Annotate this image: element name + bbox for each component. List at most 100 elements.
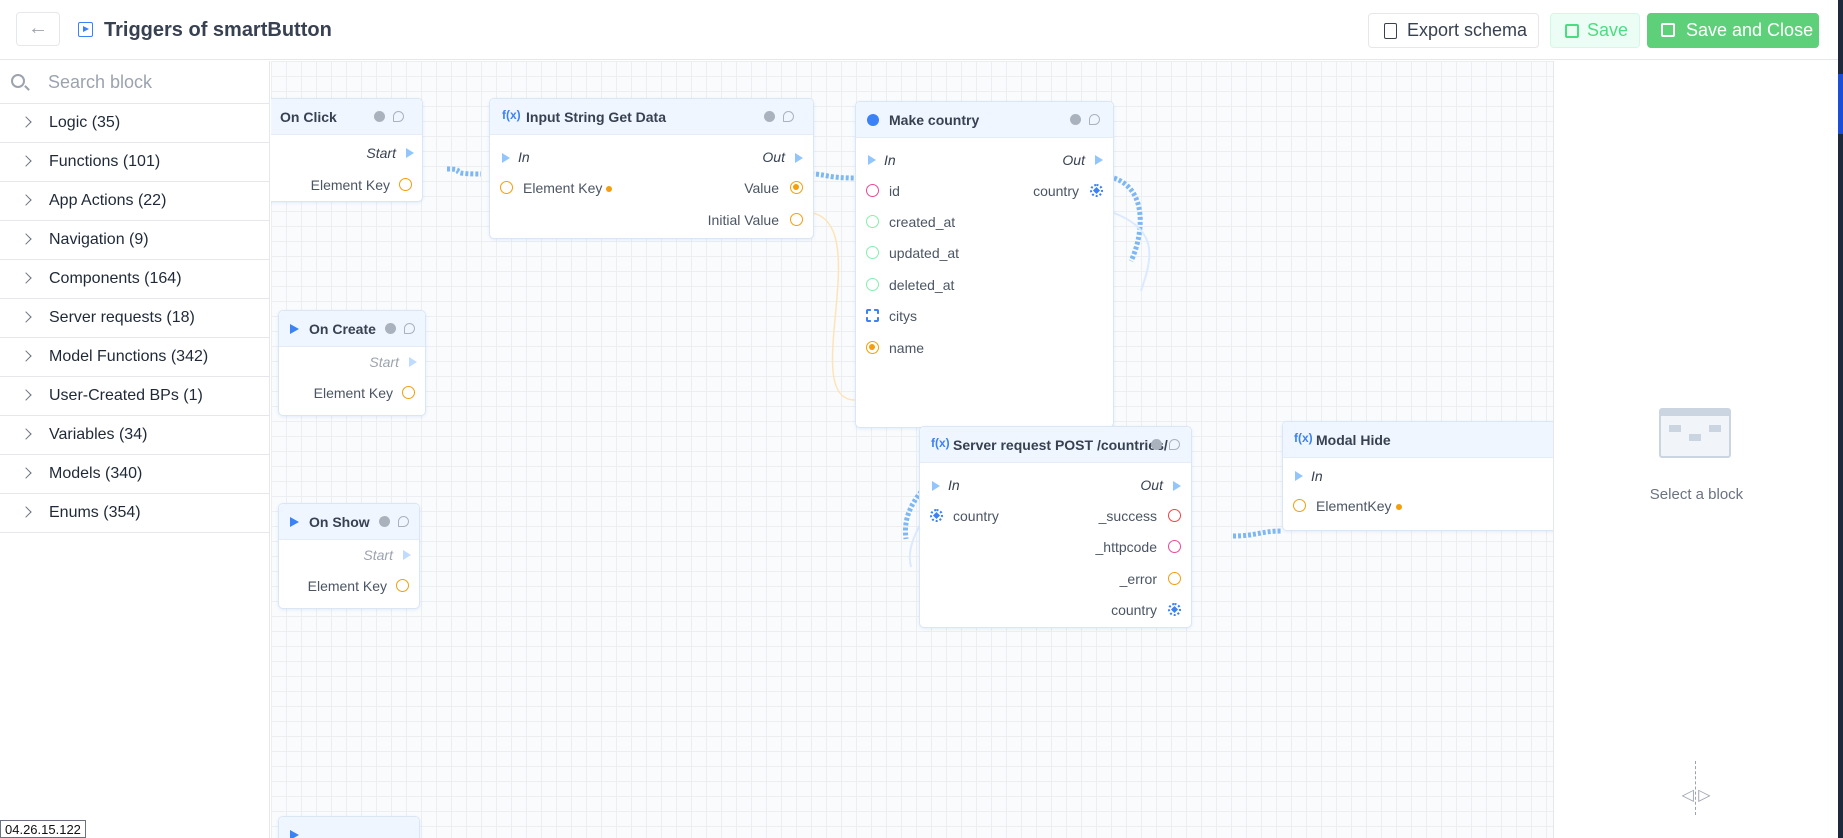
node-on-click[interactable]: On Click Start Element Key — [271, 98, 423, 202]
chevron-right-icon — [20, 389, 32, 401]
element-key-label: Element Key — [310, 177, 390, 193]
chevron-right-icon — [20, 194, 32, 206]
exec-in-port[interactable] — [502, 153, 510, 163]
exec-wire — [1232, 528, 1283, 539]
exec-in-port[interactable] — [932, 481, 940, 491]
element-key-port[interactable] — [399, 178, 412, 191]
panel-resize-handle[interactable]: ◁ ▷ — [1681, 761, 1711, 821]
exec-out-port[interactable] — [409, 357, 417, 367]
country-object-port[interactable] — [1090, 184, 1103, 197]
category-label: Model Functions (342) — [49, 348, 209, 365]
window-edge — [1838, 0, 1843, 838]
node-header: On Click — [271, 99, 422, 135]
httpcode-port[interactable] — [1168, 540, 1181, 553]
category-enums[interactable]: Enums (354) — [0, 494, 270, 533]
back-button[interactable]: ← — [16, 12, 60, 46]
country-object-port[interactable] — [930, 509, 943, 522]
help-icon[interactable] — [379, 516, 390, 527]
function-icon: f(x) — [931, 436, 950, 450]
comment-icon[interactable] — [393, 111, 404, 122]
category-label: Variables (34) — [49, 426, 148, 443]
category-label: Enums (354) — [49, 504, 141, 521]
blueprint-canvas[interactable]: On Click Start Element Key f(x) Input St… — [271, 61, 1553, 838]
comment-icon[interactable] — [404, 323, 415, 334]
created-at-port[interactable] — [866, 215, 879, 228]
node-on-create[interactable]: On Create Start Element Key — [278, 310, 426, 416]
node-server-request-post-countries[interactable]: f(x) Server request POST /countries/ In … — [919, 426, 1192, 628]
error-label: _error — [1119, 571, 1157, 587]
exec-out-port[interactable] — [795, 153, 803, 163]
editor-header: ← Triggers of smartButton Export schema … — [0, 0, 1838, 60]
search-row — [0, 61, 270, 104]
category-user-created-bps[interactable]: User-Created BPs (1) — [0, 377, 270, 416]
help-icon[interactable] — [1070, 114, 1081, 125]
deleted-at-label: deleted_at — [889, 277, 955, 293]
node-modal-hide[interactable]: f(x) Modal Hide In ElementKey — [1282, 421, 1553, 531]
node-title: On Create — [309, 321, 376, 337]
node-header — [279, 817, 419, 838]
trigger-icon — [78, 22, 93, 37]
node-header: On Create — [279, 311, 425, 347]
id-port[interactable] — [866, 184, 879, 197]
exec-out-port[interactable] — [403, 550, 411, 560]
citys-label: citys — [889, 308, 917, 324]
exec-out-port[interactable] — [1095, 155, 1103, 165]
initial-value-port[interactable] — [790, 213, 803, 226]
httpcode-label: _httpcode — [1095, 539, 1158, 555]
node-partial[interactable] — [278, 816, 420, 838]
category-app-actions[interactable]: App Actions (22) — [0, 182, 270, 221]
country-out-label: country — [1111, 602, 1157, 618]
file-icon — [1384, 23, 1397, 39]
category-functions[interactable]: Functions (101) — [0, 143, 270, 182]
citys-array-port[interactable] — [866, 309, 879, 322]
start-pin-label: Start — [363, 547, 393, 563]
element-key-port[interactable] — [500, 181, 513, 194]
save-button[interactable]: Save — [1550, 13, 1640, 48]
category-navigation[interactable]: Navigation (9) — [0, 221, 270, 260]
comment-icon[interactable] — [783, 111, 794, 122]
node-input-string-get-data[interactable]: f(x) Input String Get Data In Out Elemen… — [489, 98, 814, 239]
category-models[interactable]: Models (340) — [0, 455, 270, 494]
chevron-right-icon — [20, 467, 32, 479]
country-label: country — [953, 508, 999, 524]
category-components[interactable]: Components (164) — [0, 260, 270, 299]
comment-icon[interactable] — [1169, 439, 1180, 450]
category-model-functions[interactable]: Model Functions (342) — [0, 338, 270, 377]
search-input[interactable] — [48, 69, 258, 95]
exec-in-port[interactable] — [868, 155, 876, 165]
exec-in-port[interactable] — [1295, 471, 1303, 481]
export-schema-button[interactable]: Export schema — [1368, 13, 1539, 48]
deleted-at-port[interactable] — [866, 278, 879, 291]
help-icon[interactable] — [385, 323, 396, 334]
element-key-port[interactable] — [396, 579, 409, 592]
country-out-port[interactable] — [1168, 603, 1181, 616]
element-key-port[interactable] — [1293, 499, 1306, 512]
save-and-close-button[interactable]: Save and Close — [1647, 13, 1819, 48]
save-label: Save — [1587, 20, 1629, 40]
exec-out-port[interactable] — [406, 148, 414, 158]
floppy-icon — [1661, 23, 1675, 37]
category-server-requests[interactable]: Server requests (18) — [0, 299, 270, 338]
chevron-right-icon — [20, 155, 32, 167]
name-port[interactable] — [866, 341, 879, 354]
start-pin-label: Start — [369, 354, 399, 370]
node-on-show[interactable]: On Show Start Element Key — [278, 503, 420, 609]
exec-wire — [1113, 175, 1143, 263]
help-icon[interactable] — [374, 111, 385, 122]
node-make-country[interactable]: Make country In Out id country created_a… — [855, 101, 1114, 428]
error-port[interactable] — [1168, 572, 1181, 585]
comment-icon[interactable] — [398, 516, 409, 527]
comment-icon[interactable] — [1089, 114, 1100, 125]
category-logic[interactable]: Logic (35) — [0, 104, 270, 143]
help-icon[interactable] — [1151, 439, 1162, 450]
updated-at-port[interactable] — [866, 246, 879, 259]
exec-out-port[interactable] — [1173, 481, 1181, 491]
select-block-hint: Select a block — [1649, 486, 1744, 503]
help-icon[interactable] — [764, 111, 775, 122]
value-port[interactable] — [790, 181, 803, 194]
success-port[interactable] — [1168, 509, 1181, 522]
element-key-port[interactable] — [402, 386, 415, 399]
node-header: f(x) Input String Get Data — [490, 99, 813, 135]
category-variables[interactable]: Variables (34) — [0, 416, 270, 455]
